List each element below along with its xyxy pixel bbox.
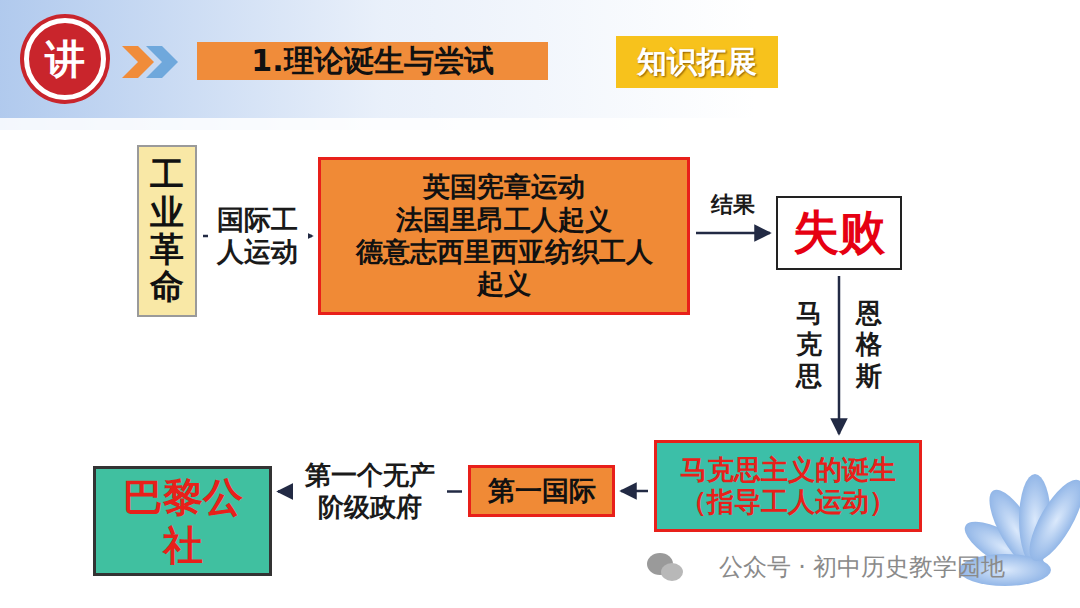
badge-circle: 讲 — [24, 18, 106, 100]
node-text: 英国宪章运动 — [423, 171, 585, 203]
tag-box: 知识拓展 — [616, 36, 778, 88]
cause-box: 工业革命 — [137, 145, 197, 317]
edge-label: 国际工人运动 — [208, 202, 308, 271]
arrow-connector — [621, 490, 648, 493]
header-fade — [0, 118, 1080, 132]
title: 1.理论诞生与尝试 — [251, 43, 493, 79]
node-text: 巴黎公社 — [104, 473, 261, 569]
node-text: （指导工人运动） — [680, 486, 896, 518]
wechat-icon — [647, 553, 683, 581]
node-text: 讲 — [45, 35, 85, 83]
arrow-connector — [696, 232, 770, 235]
edge-label: 马克思 — [796, 298, 822, 392]
result-box: 失败 — [776, 196, 902, 270]
chevron-icon — [122, 46, 178, 78]
node-text: 工业革命 — [150, 156, 184, 306]
person-label: 恩格斯 — [856, 298, 882, 392]
node-text: 法国里昂工人起义 — [396, 204, 612, 236]
node-text: 失败 — [793, 205, 885, 260]
node-text: 知识拓展 — [637, 44, 757, 80]
edge-label: 第一个无产阶级政府 — [293, 458, 447, 524]
node-text: 德意志西里西亚纺织工人起义 — [343, 236, 665, 301]
edge-label: 结果 — [693, 192, 773, 218]
arrow-connector — [838, 276, 841, 434]
process-box: 英国宪章运动法国里昂工人起义德意志西里西亚纺织工人起义 — [318, 157, 690, 315]
process-box: 第一国际 — [468, 465, 615, 517]
government-box: 巴黎公社 — [93, 466, 272, 576]
node-text: 马克思主义的诞生 — [680, 454, 896, 486]
theory-box: 马克思主义的诞生（指导工人运动） — [654, 440, 922, 532]
title-box: 1.理论诞生与尝试 — [197, 42, 548, 80]
watermark: 公众号 · 初中历史教学园地 — [719, 553, 1006, 582]
node-text: 第一国际 — [488, 475, 596, 507]
header-band — [0, 0, 1080, 130]
